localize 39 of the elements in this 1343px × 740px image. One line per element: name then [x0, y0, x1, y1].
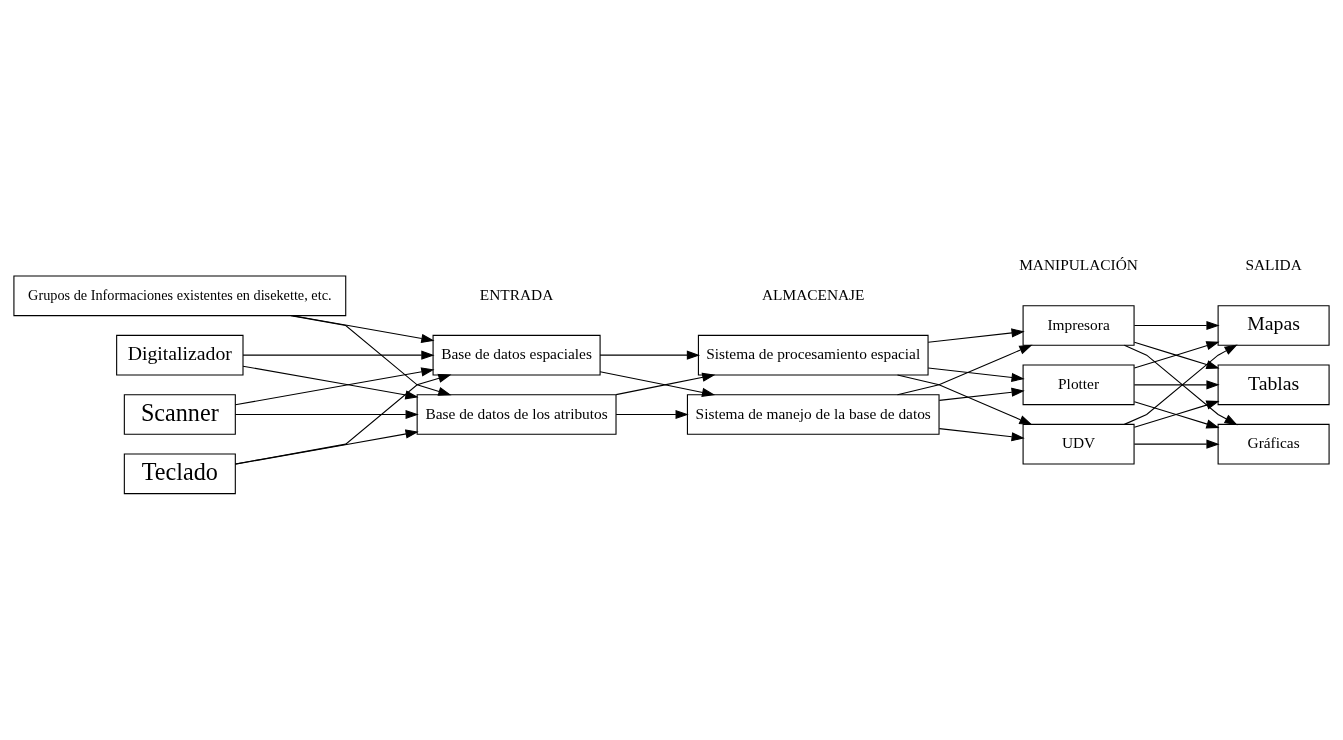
- arrow: [896, 374, 1033, 425]
- node-box: Digitalizador: [116, 334, 244, 376]
- arrow: [1133, 320, 1220, 331]
- arrow: [896, 344, 1033, 396]
- label: ENTRADA: [479, 285, 554, 303]
- arrow: [242, 365, 419, 400]
- arrow: [938, 387, 1025, 401]
- node-box: Gráficas: [1217, 423, 1330, 465]
- node-box: Base de datos espaciales: [432, 334, 601, 376]
- arrow: [234, 409, 419, 420]
- node-box: Impresora: [1022, 305, 1135, 346]
- arrow: [292, 315, 435, 344]
- node-box: Sistema de procesamiento espacial: [697, 334, 929, 376]
- arrow: [927, 328, 1025, 343]
- label: SALIDA: [1245, 256, 1302, 274]
- arrow: [927, 367, 1025, 382]
- node-box: Sistema de manejo de la base de datos: [686, 394, 940, 435]
- arrow: [599, 350, 701, 360]
- node-box: Mapas: [1217, 305, 1330, 346]
- node-box: Base de datos de los atributos: [416, 394, 617, 435]
- node-box: Tablas: [1217, 364, 1330, 406]
- arrow: [234, 373, 452, 465]
- label: MANIPULACIÓN: [1019, 256, 1138, 274]
- arrow: [290, 315, 452, 396]
- arrow: [615, 372, 716, 396]
- arrow: [938, 428, 1025, 442]
- arrow: [1133, 380, 1220, 390]
- arrow: [599, 371, 716, 397]
- node-box: UDV: [1022, 423, 1135, 465]
- arrow: [242, 350, 435, 360]
- node-box: Teclado: [123, 453, 236, 495]
- node-box: Scanner: [123, 394, 236, 435]
- arrow: [234, 429, 419, 465]
- arrow: [1133, 439, 1220, 449]
- node-box: Grupos de Informaciones existentes en disekette, etc.: [13, 275, 347, 317]
- node-box: Plotter: [1022, 364, 1135, 406]
- arrow: [615, 409, 689, 420]
- label: ALMACENAJE: [761, 285, 865, 303]
- arrow: [234, 367, 435, 406]
